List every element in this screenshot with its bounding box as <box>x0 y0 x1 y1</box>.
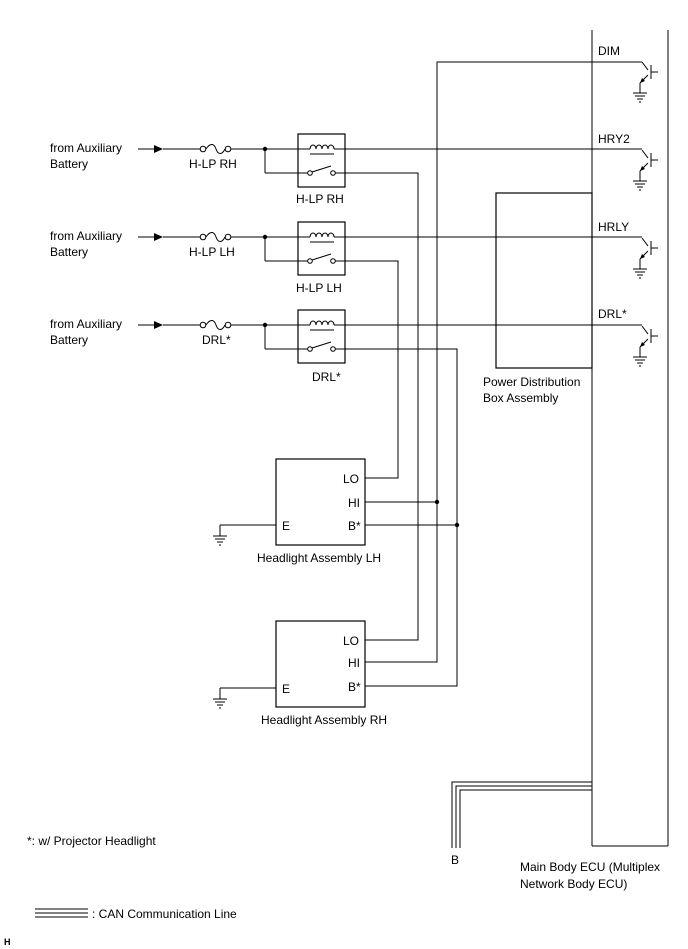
fuse-rh-label: H-LP RH <box>189 157 237 171</box>
relay-lh-label: H-LP LH <box>296 281 342 295</box>
ground-rh <box>213 687 276 709</box>
fuse-lh-label: H-LP LH <box>189 245 235 259</box>
wire-rh-lo <box>345 172 419 641</box>
main-body-ecu <box>591 30 669 847</box>
can-legend-symbol <box>35 908 88 918</box>
source-rh-line2: Battery <box>50 157 88 171</box>
headlight-lh-e: E <box>282 519 290 533</box>
ground-lh <box>213 524 276 546</box>
headlight-lh-b: B* <box>348 519 361 533</box>
can-bus-line <box>451 781 592 848</box>
headlight-lh-name: Headlight Assembly LH <box>257 551 381 565</box>
wire-lh-lo <box>345 260 399 479</box>
headlight-rh-box <box>275 620 366 708</box>
transistor-drl <box>633 325 658 367</box>
ecu-terminal-drl: DRL* <box>598 307 627 321</box>
source-drl-line2: Battery <box>50 333 88 347</box>
footnote: *: w/ Projector Headlight <box>27 834 156 848</box>
source-lh-line1: from Auxiliary <box>50 229 122 243</box>
source-drl-line1: from Auxiliary <box>50 317 122 331</box>
can-legend-text: : CAN Communication Line <box>92 907 237 921</box>
relay-hlp-rh <box>262 133 346 188</box>
wire-dim <box>365 61 592 663</box>
transistor-hry2 <box>633 149 658 191</box>
arrow-lh <box>138 233 163 241</box>
transistor-dim <box>592 61 658 103</box>
source-rh-line1: from Auxiliary <box>50 141 122 155</box>
relay-drl-label: DRL* <box>312 370 341 384</box>
fuse-drl <box>163 320 265 330</box>
junction-b <box>454 522 460 528</box>
fuse-lh <box>163 232 265 242</box>
can-connector-label: B <box>451 853 459 867</box>
relay-rh-label: H-LP RH <box>296 192 344 206</box>
junction-hi <box>434 499 440 505</box>
pdb-label-line1: Power Distribution <box>483 375 580 389</box>
fuse-drl-label: DRL* <box>202 333 231 347</box>
headlight-rh-b: B* <box>348 680 361 694</box>
relay-drl <box>262 309 346 364</box>
corner-mark: H <box>4 937 11 947</box>
arrow-rh <box>138 145 163 153</box>
ecu-terminal-dim: DIM <box>598 44 620 58</box>
headlight-lh-lo: LO <box>343 472 359 486</box>
ecu-name-line2: Network Body ECU) <box>520 877 627 891</box>
headlight-rh-e: E <box>282 682 290 696</box>
ecu-terminal-hrly: HRLY <box>598 220 629 234</box>
ecu-terminal-hry2: HRY2 <box>598 132 630 146</box>
headlight-rh-hi: HI <box>348 656 360 670</box>
headlight-lh-hi: HI <box>348 496 360 510</box>
power-distribution-box <box>495 192 593 369</box>
pdb-label-line2: Box Assembly <box>483 391 558 405</box>
source-lh-line2: Battery <box>50 245 88 259</box>
arrow-drl <box>138 321 163 329</box>
fuse-rh <box>163 144 265 154</box>
headlight-rh-name: Headlight Assembly RH <box>261 713 387 727</box>
transistor-hrly <box>633 237 658 279</box>
relay-hlp-lh <box>262 221 346 276</box>
ecu-name-line1: Main Body ECU (Multiplex <box>520 860 660 874</box>
headlight-lh-box <box>275 458 366 546</box>
wire-drl-b <box>345 348 458 687</box>
headlight-rh-lo: LO <box>343 634 359 648</box>
